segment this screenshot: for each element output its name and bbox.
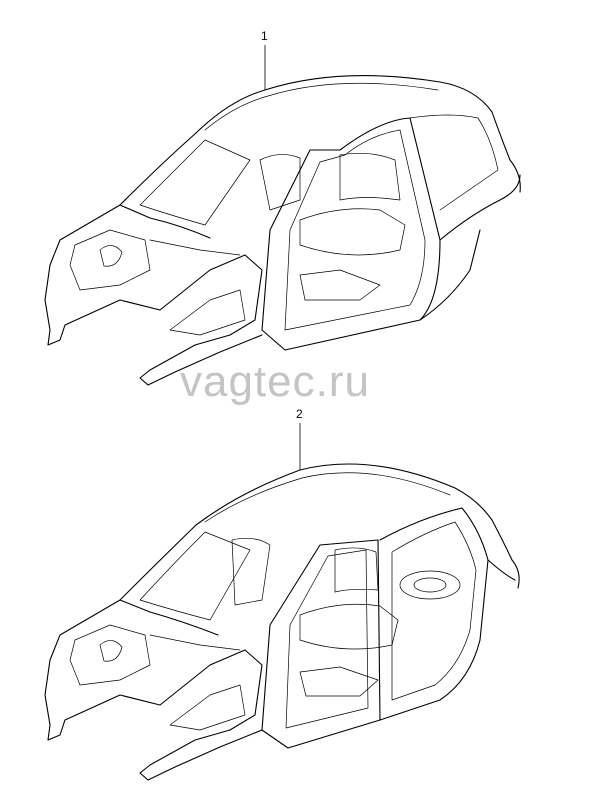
callout-number-1: 1	[261, 29, 268, 43]
body-shell-2	[44, 423, 520, 781]
callout-number-2: 2	[296, 407, 303, 421]
body-shell-1	[44, 45, 521, 386]
watermark-text: vagtec.ru	[180, 357, 370, 406]
